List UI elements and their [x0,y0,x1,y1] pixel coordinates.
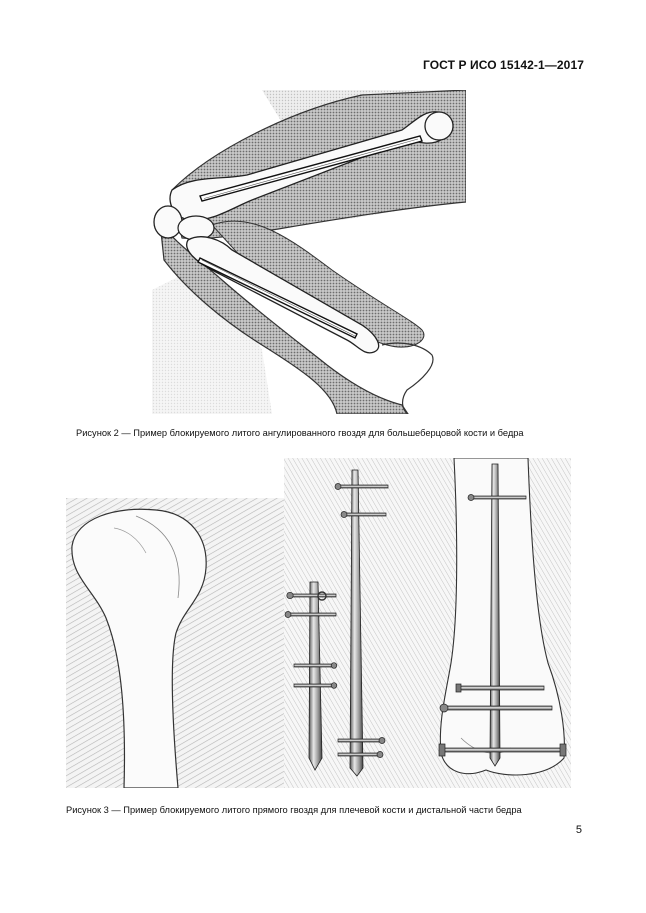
page-number: 5 [575,824,582,836]
figure-2-leg-illustration [152,90,466,414]
short-straight-nail [308,581,323,771]
distal-femur-panel [396,458,571,788]
figure-3-caption: Рисунок 3 — Пример блокируемого литого п… [66,805,522,815]
figure-2-caption: Рисунок 2 — Пример блокируемого литого а… [76,428,524,438]
figure-3-illustration [66,458,571,788]
humerus-bone [71,508,207,788]
humerus-panel [66,498,284,788]
document-header: ГОСТ Р ИСО 15142-1—2017 [422,58,584,72]
distal-femur-nail [489,463,501,767]
shin-shape [159,221,409,414]
straight-nails-panel [284,458,396,788]
distal-femur-bone [439,458,565,776]
long-straight-nail [349,469,364,777]
